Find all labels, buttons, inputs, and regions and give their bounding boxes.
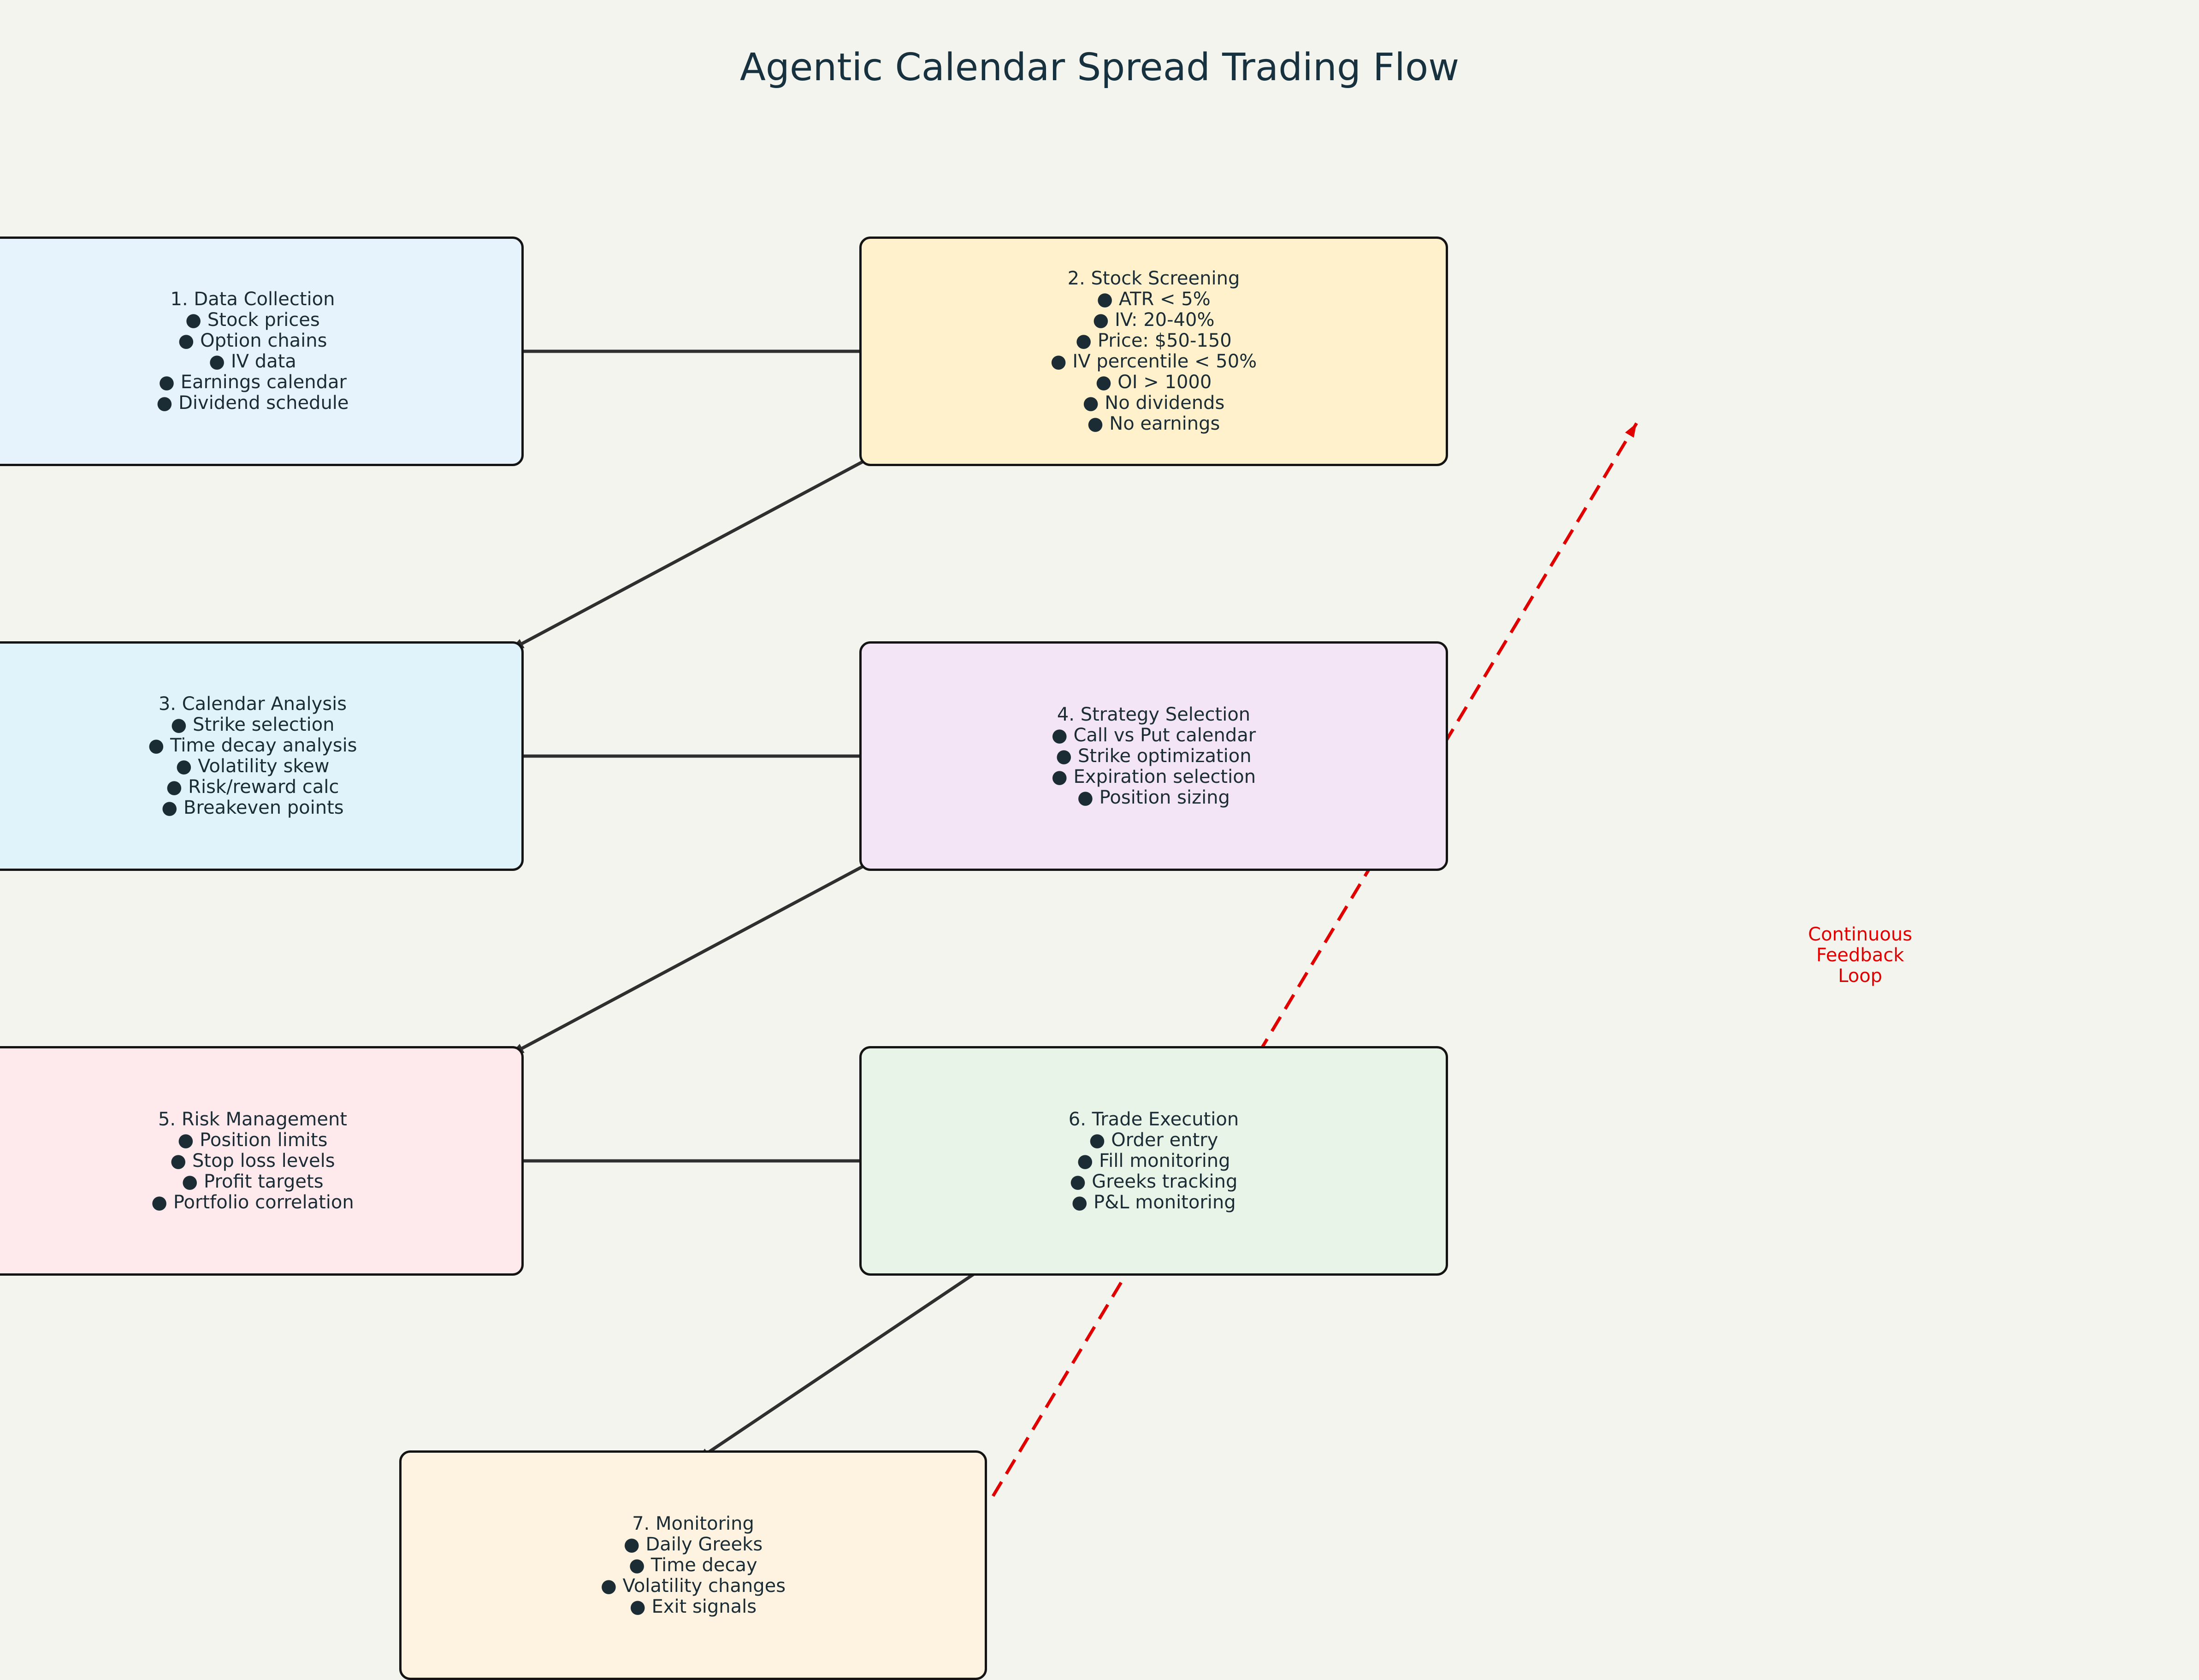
node-heading: 4. Strategy Selection xyxy=(1057,704,1251,725)
node-risk-management-text: 5. Risk Management● Position limits● Sto… xyxy=(151,1109,354,1213)
node-bullet-item: ● No dividends xyxy=(1082,392,1225,414)
node-bullet-item: ● Volatility skew xyxy=(176,756,330,777)
node-bullet-item: ● Exit signals xyxy=(629,1596,757,1617)
feedback-label-line: Continuous xyxy=(1808,924,1912,945)
node-bullet-item: ● Position sizing xyxy=(1077,787,1230,808)
node-bullet-item: ● IV: 20-40% xyxy=(1093,309,1215,331)
node-bullet-item: ● ATR < 5% xyxy=(1097,289,1211,310)
node-data-collection-text: 1. Data Collection● Stock prices● Option… xyxy=(156,289,349,414)
node-bullet-item: ● Breakeven points xyxy=(161,797,344,818)
node-heading: 2. Stock Screening xyxy=(1067,268,1240,289)
node-strategy-selection-text: 4. Strategy Selection● Call vs Put calen… xyxy=(1052,704,1256,808)
node-data-collection: 1. Data Collection● Stock prices● Option… xyxy=(0,237,524,466)
node-heading: 1. Data Collection xyxy=(170,289,335,310)
node-bullet-item: ● Expiration selection xyxy=(1051,766,1256,787)
node-strategy-selection: 4. Strategy Selection● Call vs Put calen… xyxy=(859,641,1448,871)
node-bullet-item: ● Volatility changes xyxy=(600,1575,786,1597)
node-bullet-item: ● Call vs Put calendar xyxy=(1051,724,1256,746)
feedback-loop-label: Continuous Feedback Loop xyxy=(1766,924,1955,987)
node-bullet-item: ● Position limits xyxy=(177,1129,328,1151)
flow-edge xyxy=(695,1262,990,1462)
node-bullet-item: ● Stop loss levels xyxy=(170,1150,335,1171)
feedback-label-line: Loop xyxy=(1838,965,1882,987)
flow-edge xyxy=(509,856,880,1057)
node-bullet-item: ● Strike optimization xyxy=(1056,745,1252,767)
node-bullet-item: ● Risk/reward calc xyxy=(166,776,339,798)
node-monitoring: 7. Monitoring● Daily Greeks● Time decay●… xyxy=(399,1450,987,1680)
node-stock-screening: 2. Stock Screening● ATR < 5%● IV: 20-40%… xyxy=(859,237,1448,466)
node-bullet-item: ● Stock prices xyxy=(185,309,320,331)
node-bullet-item: ● P&L monitoring xyxy=(1071,1191,1236,1213)
node-bullet-item: ● Fill monitoring xyxy=(1077,1150,1230,1171)
diagram-canvas: Agentic Calendar Spread Trading Flow 1. … xyxy=(0,46,1955,1680)
flow-edge xyxy=(509,451,880,652)
node-heading: 5. Risk Management xyxy=(158,1108,347,1130)
node-calendar-analysis: 3. Calendar Analysis● Strike selection● … xyxy=(0,641,524,871)
node-calendar-analysis-text: 3. Calendar Analysis● Strike selection● … xyxy=(148,694,357,818)
node-stock-screening-text: 2. Stock Screening● ATR < 5%● IV: 20-40%… xyxy=(1051,268,1257,434)
node-trade-execution: 6. Trade Execution● Order entry● Fill mo… xyxy=(859,1046,1448,1276)
diagram-title: Agentic Calendar Spread Trading Flow xyxy=(739,46,1460,89)
node-risk-management: 5. Risk Management● Position limits● Sto… xyxy=(0,1046,524,1276)
node-bullet-item: ● Earnings calendar xyxy=(159,372,347,393)
node-bullet-item: ● Order entry xyxy=(1089,1129,1218,1151)
node-bullet-item: ● Dividend schedule xyxy=(156,392,349,414)
node-bullet-item: ● Daily Greeks xyxy=(623,1533,763,1555)
node-bullet-item: ● Greeks tracking xyxy=(1070,1171,1238,1192)
node-bullet-item: ● Profit targets xyxy=(182,1171,324,1192)
node-bullet-item: ● IV percentile < 50% xyxy=(1050,351,1257,372)
node-bullet-item: ● Time decay analysis xyxy=(148,735,357,756)
node-bullet-item: ● Portfolio correlation xyxy=(151,1191,354,1213)
node-bullet-item: ● IV data xyxy=(209,351,296,372)
node-bullet-item: ● No earnings xyxy=(1087,413,1220,434)
node-bullet-item: ● Option chains xyxy=(178,330,327,351)
node-bullet-item: ● Time decay xyxy=(629,1554,757,1576)
feedback-edge xyxy=(991,422,1638,1497)
node-bullet-item: ● Price: $50-150 xyxy=(1076,330,1232,351)
node-trade-execution-text: 6. Trade Execution● Order entry● Fill mo… xyxy=(1069,1109,1239,1213)
node-heading: 6. Trade Execution xyxy=(1068,1108,1239,1130)
feedback-label-line: Feedback xyxy=(1816,945,1904,966)
node-bullet-item: ● OI > 1000 xyxy=(1095,372,1212,393)
feedback-arrowhead xyxy=(1625,423,1637,438)
node-bullet-item: ● Strike selection xyxy=(171,714,335,735)
node-heading: 7. Monitoring xyxy=(632,1513,754,1534)
node-heading: 3. Calendar Analysis xyxy=(158,693,347,715)
node-monitoring-text: 7. Monitoring● Daily Greeks● Time decay●… xyxy=(600,1513,786,1617)
